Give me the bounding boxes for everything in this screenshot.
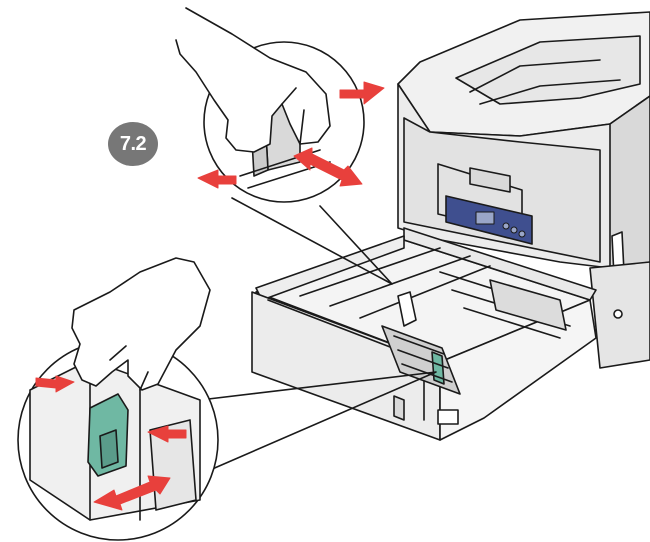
arrows bbox=[35, 81, 385, 511]
paper-tray bbox=[251, 227, 597, 441]
control-panel-display bbox=[475, 211, 495, 225]
tray-rail bbox=[489, 279, 567, 331]
control-panel-button bbox=[518, 230, 526, 238]
tray-label bbox=[437, 409, 459, 425]
callout-bottom bbox=[17, 257, 437, 541]
callout-bottom-pointer bbox=[199, 371, 437, 471]
callout-top-pointer bbox=[231, 197, 393, 285]
printer-top-lid bbox=[455, 35, 641, 105]
hand-icon bbox=[71, 257, 211, 391]
red-arrow-icon bbox=[35, 375, 75, 393]
double-headed-arrow-icon bbox=[93, 475, 171, 511]
paper-end-stop bbox=[397, 291, 417, 327]
step-number-badge: 7.2 bbox=[108, 122, 158, 166]
hand-icon bbox=[175, 7, 331, 153]
printer-side bbox=[609, 95, 650, 269]
red-arrow-icon bbox=[339, 81, 385, 105]
control-panel-button bbox=[502, 222, 510, 230]
tray-lever bbox=[393, 395, 405, 421]
printer-handle bbox=[469, 167, 511, 193]
control-panel-button bbox=[510, 226, 518, 234]
tray-front-face bbox=[439, 299, 597, 441]
printer bbox=[397, 11, 650, 369]
red-arrow-icon bbox=[197, 169, 237, 189]
double-headed-arrow-icon bbox=[293, 147, 363, 187]
red-arrow-icon bbox=[147, 425, 187, 443]
callout-top bbox=[175, 7, 393, 285]
